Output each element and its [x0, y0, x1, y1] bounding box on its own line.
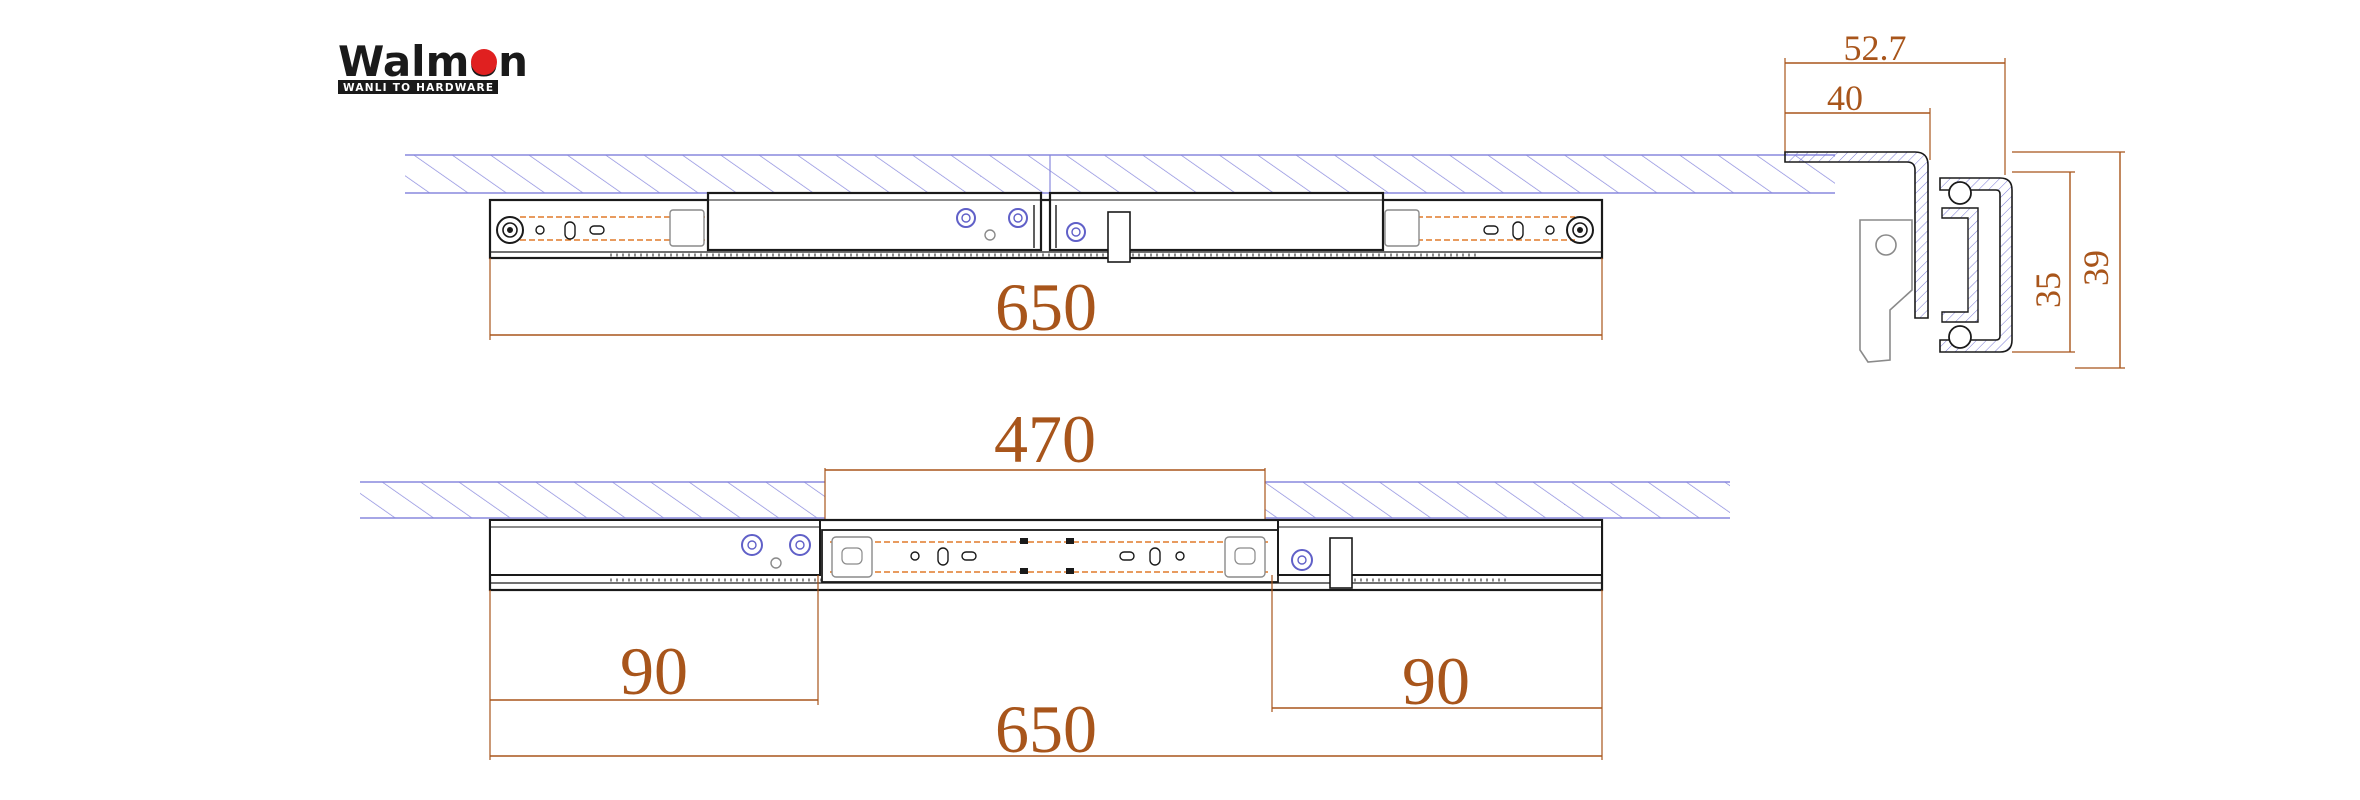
top-outer-rail: [488, 198, 1604, 260]
bottom-length-label: 650: [995, 691, 1097, 767]
top-wall-hatch: [405, 155, 1835, 193]
top-inner-member-left: [706, 191, 1043, 252]
section-top-ball: [1948, 181, 1972, 205]
middle-span-label: 470: [994, 401, 1096, 477]
bottom-latch-tab: [1329, 537, 1353, 589]
right-end-label: 90: [1402, 643, 1470, 719]
bottom-inner-member-left: [489, 519, 821, 576]
section-mount-plate: [1859, 219, 1913, 363]
section-width-inner-label: 40: [1827, 78, 1863, 118]
logo-brand-text: Walmon: [338, 37, 528, 86]
left-end-label: 90: [620, 633, 688, 709]
top-latch-tab: [1107, 211, 1131, 263]
bottom-inner-member-right: [1277, 519, 1603, 576]
logo-tagline-bar: [338, 80, 498, 94]
top-length-label: 650: [995, 269, 1097, 345]
right-end-screw: [1566, 216, 1594, 244]
bottom-wall-hatch-left: [360, 482, 825, 518]
cross-section-view: 52.7 40 35 39: [1784, 28, 2125, 369]
section-height-outer-label: 39: [2076, 250, 2116, 286]
section-bracket: [1784, 151, 1929, 319]
bottom-view: 470: [360, 401, 1730, 767]
left-end-screw: [496, 216, 524, 244]
section-outer-rail: [1939, 177, 2013, 353]
top-inner-member-right: [1048, 191, 1385, 252]
top-view: 650: [405, 154, 1835, 345]
section-width-outer-label: 52.7: [1844, 28, 1907, 68]
section-inner-rail: [1941, 207, 1979, 323]
bottom-middle-section: [821, 529, 1279, 583]
bottom-wall-hatch-right: [1265, 482, 1730, 518]
section-bottom-ball: [1948, 325, 1972, 349]
logo-tagline: WANLI TO HARDWARE: [343, 82, 493, 94]
section-height-inner-label: 35: [2028, 272, 2068, 308]
brand-logo: Walmon WANLI TO HARDWARE: [338, 37, 528, 94]
logo-red-dot: [471, 49, 497, 75]
